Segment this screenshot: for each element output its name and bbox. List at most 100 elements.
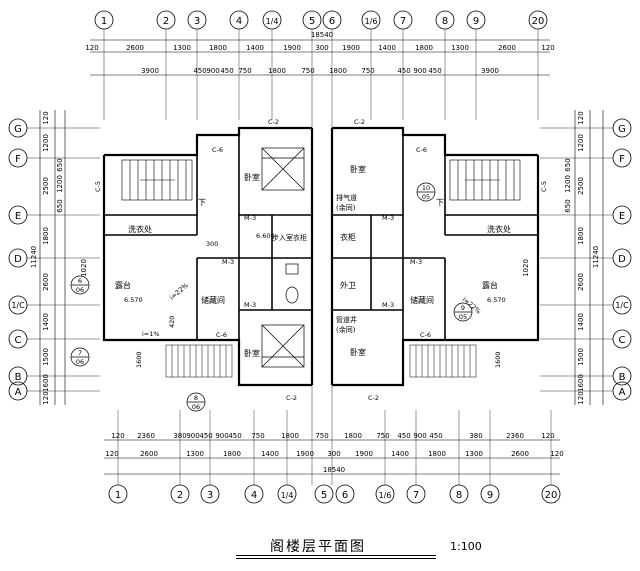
dim-text: 11240 <box>30 246 38 268</box>
axis-label: E <box>619 211 625 222</box>
dim-text: 120 <box>577 111 585 124</box>
right-axis-labels: G F E D 1/C C B A <box>615 124 629 398</box>
dim-text: 650 <box>56 158 64 171</box>
dim-text: 1020 <box>522 259 530 277</box>
room-label-walk-in: 步入室衣柜 <box>272 233 307 242</box>
top-dimension-lines <box>90 39 550 76</box>
drawing-scale: 1:100 <box>450 540 482 553</box>
dim-text: 1900 <box>342 44 360 52</box>
dim-text: 1400 <box>378 44 396 52</box>
dim-text: 120 <box>42 111 50 124</box>
axis-label: 1 <box>101 16 107 27</box>
bottom-dimension-lines <box>104 439 560 475</box>
top-dim-row1: 120 2600 1300 1800 1400 1900 300 1900 14… <box>85 44 554 52</box>
detail-callouts <box>70 182 473 412</box>
axis-label: 1/C <box>615 301 629 310</box>
dim-text: 1800 <box>223 450 241 458</box>
detail-callout-labels: 6 06 7 06 8 06 9 05 10 05 <box>76 184 467 411</box>
dim-text: 1800 <box>42 227 50 245</box>
dim-text: 450 <box>193 67 206 75</box>
axis-label: 1/4 <box>281 491 294 500</box>
stair-right <box>449 159 521 201</box>
room-labels: 卧室 卧室 卧室 卧室 洗衣处 洗衣处 露台 露台 储藏间 储藏间 步入室衣柜 … <box>115 164 511 358</box>
left-axis-labels: G F E D 1/C C B A <box>11 124 25 398</box>
dim-text: 750 <box>301 67 314 75</box>
dim-text: 2600 <box>498 44 516 52</box>
balcony-hatch-right <box>409 344 477 378</box>
dim-text: 1800 <box>329 67 347 75</box>
axis-label: 7 <box>413 490 419 501</box>
drawing-title: 阁楼层平面图 <box>270 539 366 555</box>
axis-label: 5 <box>309 16 315 27</box>
axis-label: D <box>618 254 626 265</box>
dim-text: 380 <box>469 432 482 440</box>
dim-text: 1400 <box>246 44 264 52</box>
window-tag: C-2 <box>368 394 379 402</box>
title-underline <box>236 555 436 556</box>
axis-label: A <box>619 387 626 398</box>
door-tag: M-3 <box>382 214 394 222</box>
dim-text: 750 <box>361 67 374 75</box>
right-dimension-lines <box>574 110 604 405</box>
axis-label: 2 <box>177 490 183 501</box>
dim-text: 750 <box>315 432 328 440</box>
dim-text: 650 <box>56 199 64 212</box>
dim-text: 450 <box>220 67 233 75</box>
window-tag: C-2 <box>354 118 365 126</box>
dim-text: 1600 <box>135 351 143 368</box>
dim-text: 1200 <box>577 134 585 152</box>
grid-lines <box>27 29 613 485</box>
dim-text: 1900 <box>296 450 314 458</box>
right-dim-col1: 120 1200 650 1200 650 1020 1400 1500 160… <box>522 111 585 404</box>
door-tag: M-3 <box>244 214 256 222</box>
dim-text: 300 <box>315 44 328 52</box>
dim-text: 900 <box>413 67 426 75</box>
dim-text: 420 <box>168 316 176 328</box>
dim-text: 2500 <box>42 177 50 195</box>
dim-text: 2600 <box>140 450 158 458</box>
dim-text: 120 <box>541 44 554 52</box>
axis-label: 2 <box>163 16 169 27</box>
slope-text: i=22% <box>168 281 190 301</box>
axis-label: 1/6 <box>379 491 392 500</box>
axis-label: 1/4 <box>266 17 279 26</box>
dim-text: 1400 <box>261 450 279 458</box>
room-label-terrace: 露台 <box>482 280 498 290</box>
elevation-text: 6.600 <box>256 232 275 240</box>
detail-sheet: 06 <box>192 403 200 411</box>
dim-text: 1400 <box>391 450 409 458</box>
slope-text: i=1% <box>142 330 160 338</box>
dim-text: 1600 <box>42 374 50 392</box>
door-tag: M-3 <box>244 301 256 309</box>
axis-label: 6 <box>329 16 335 27</box>
axis-label: 6 <box>342 490 348 501</box>
dim-text: 1800 <box>209 44 227 52</box>
window-tag: C-6 <box>420 331 431 339</box>
dim-text: 750 <box>238 67 251 75</box>
detail-number: 7 <box>78 349 82 357</box>
right-dim-col2: 2500 1800 2600 11240 <box>577 177 600 291</box>
axis-label: A <box>15 387 22 398</box>
dim-text: 450 <box>397 432 410 440</box>
dim-text: 1800 <box>415 44 433 52</box>
axis-label: F <box>619 154 625 165</box>
room-label-exhaust-note: (余同) <box>336 203 356 212</box>
door-tag: M-3 <box>222 258 234 266</box>
detail-sheet: 06 <box>76 358 84 366</box>
room-label-storage: 储藏间 <box>201 295 225 305</box>
room-label-laundry: 洗衣处 <box>128 224 152 234</box>
dim-text: 750 <box>376 432 389 440</box>
window-tag: C-6 <box>212 146 223 154</box>
axis-label: 3 <box>194 16 200 27</box>
axis-label: 8 <box>442 16 448 27</box>
detail-number: 10 <box>422 184 430 192</box>
dim-text: 1200 <box>42 134 50 152</box>
dim-text: 1300 <box>451 44 469 52</box>
elevation-text: 6.570 <box>487 296 506 304</box>
dim-text: 750 <box>251 432 264 440</box>
dim-text: 2600 <box>511 450 529 458</box>
dim-text: 1300 <box>173 44 191 52</box>
room-label-storage: 储藏间 <box>410 295 434 305</box>
stair-down-label: 下 <box>436 198 444 207</box>
